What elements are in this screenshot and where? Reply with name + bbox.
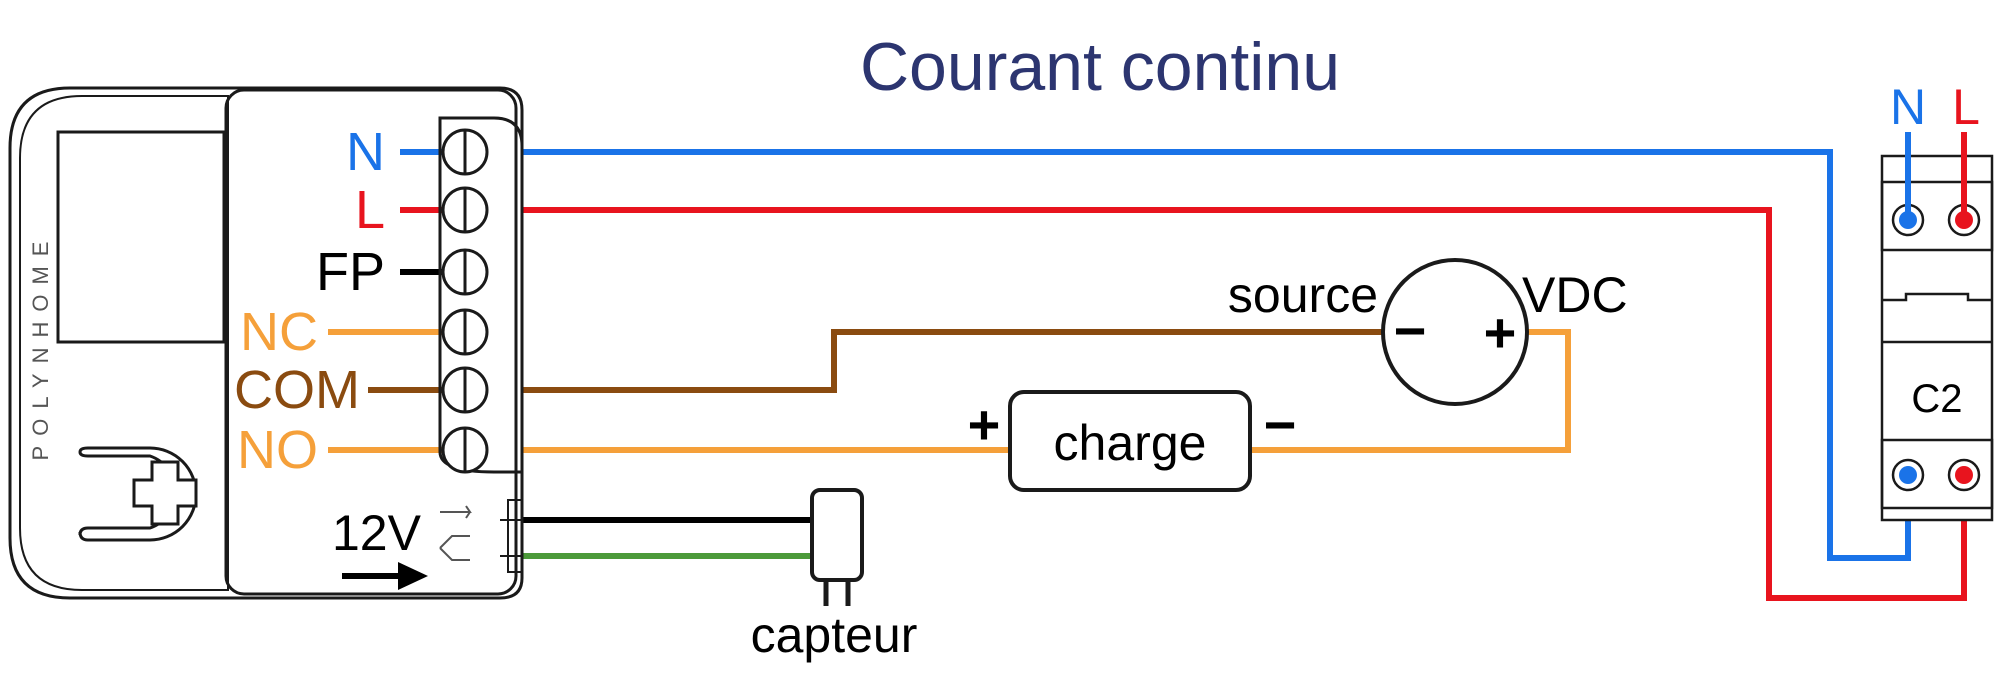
breaker-neutral-label: N [1890,79,1926,135]
load-box [1008,390,1252,492]
breaker-terminal-dots [1899,211,1973,484]
terminal-screw-n [441,128,489,176]
terminal-screws [441,128,489,474]
module-brand: POLYNHOME [28,232,53,461]
breaker-bottom-terminals [1880,438,1994,510]
terminal-label-l: L [355,180,385,240]
breaker-toggle [1882,292,1992,302]
terminal-screw-no [441,426,489,474]
module-front-panel [224,88,518,596]
circuit-breaker [1880,154,1994,522]
terminal-label-fp: FP [316,242,385,302]
terminal-screw-nc [441,308,489,356]
dc-source-label: source [1228,267,1378,323]
terminal-label-nc: NC [240,302,318,362]
plus-button-icon[interactable] [132,460,198,526]
terminal-screw-com [441,366,489,414]
load-plus: + [968,393,1001,456]
sensor-voltage-label: 12V [332,505,422,561]
load-minus: − [1264,393,1297,456]
port-connector-icon [439,505,472,561]
terminal-label-no: NO [237,420,318,480]
terminal-screw-fp [441,248,489,296]
terminal-block [438,116,524,474]
wire-load-to-source [1250,329,1571,453]
dc-source-circle [1381,258,1529,406]
module-inner-rim [19,95,229,591]
breaker-line-label: L [1952,79,1980,135]
sensor-port [507,499,523,573]
dc-voltage-label: VDC [1522,267,1628,323]
load: charge [1008,390,1252,492]
terminal-label-n: N [346,122,385,182]
breaker-top-terminals [1880,180,1994,252]
diagram-title: Courant continu [860,29,1340,105]
dc-source: − + [1381,258,1529,406]
module-body [8,86,524,600]
wire-com [522,329,1384,393]
sensor-device [810,488,864,606]
relay-module [8,86,524,600]
load-label: charge [1054,415,1207,471]
dc-source-plus: + [1484,301,1517,364]
breaker-label: C2 [1911,377,1962,421]
sensor-label: capteur [751,607,918,663]
dc-source-minus: − [1394,299,1427,362]
sensor-body [810,488,864,582]
module-window [56,130,226,344]
arrow-right-icon [342,562,428,590]
terminal-screw-l [441,186,489,234]
wire-neutral [522,149,1911,561]
terminal-labels: N L FP NC COM NO [234,122,385,480]
wire-line [522,207,1967,601]
wires [328,149,1967,601]
terminal-label-com: COM [234,360,360,420]
